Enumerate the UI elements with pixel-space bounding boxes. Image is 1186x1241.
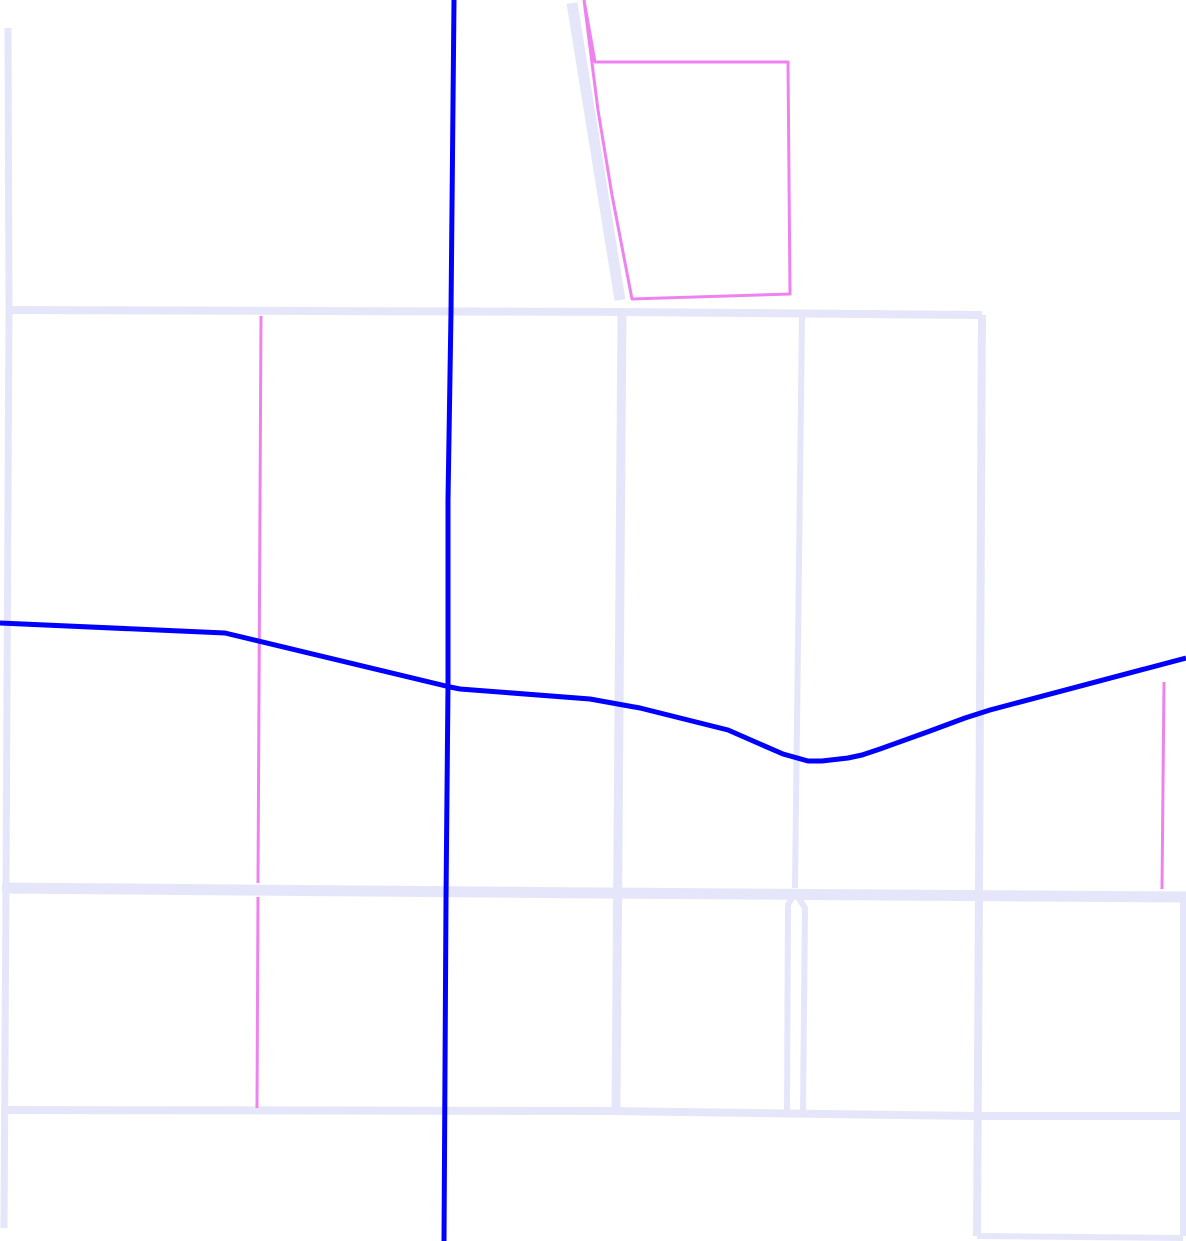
major-road-east-west (0, 620, 1186, 764)
service-road-west-upper (256, 315, 263, 884)
minor-road-center-north-south (611, 311, 627, 1111)
minor-road-east-north-south (792, 316, 805, 889)
service-roads-layer (255, 0, 1166, 1109)
minor-road-north-street (7, 306, 983, 319)
major-road-north-south (441, 0, 457, 1241)
minor-road-southeast-street (976, 1233, 1184, 1241)
service-road-east (1160, 681, 1166, 890)
minor-road-south-street (1, 1106, 1186, 1120)
minor-road-diagonal (566, 2, 626, 301)
service-road-loop (582, 0, 792, 301)
minor-road-middle-street (1, 882, 1186, 903)
service-road-west-lower (255, 896, 260, 1109)
minor-road-west-edge (0, 27, 13, 1229)
minor-road-far-east-north-south (973, 314, 986, 1237)
